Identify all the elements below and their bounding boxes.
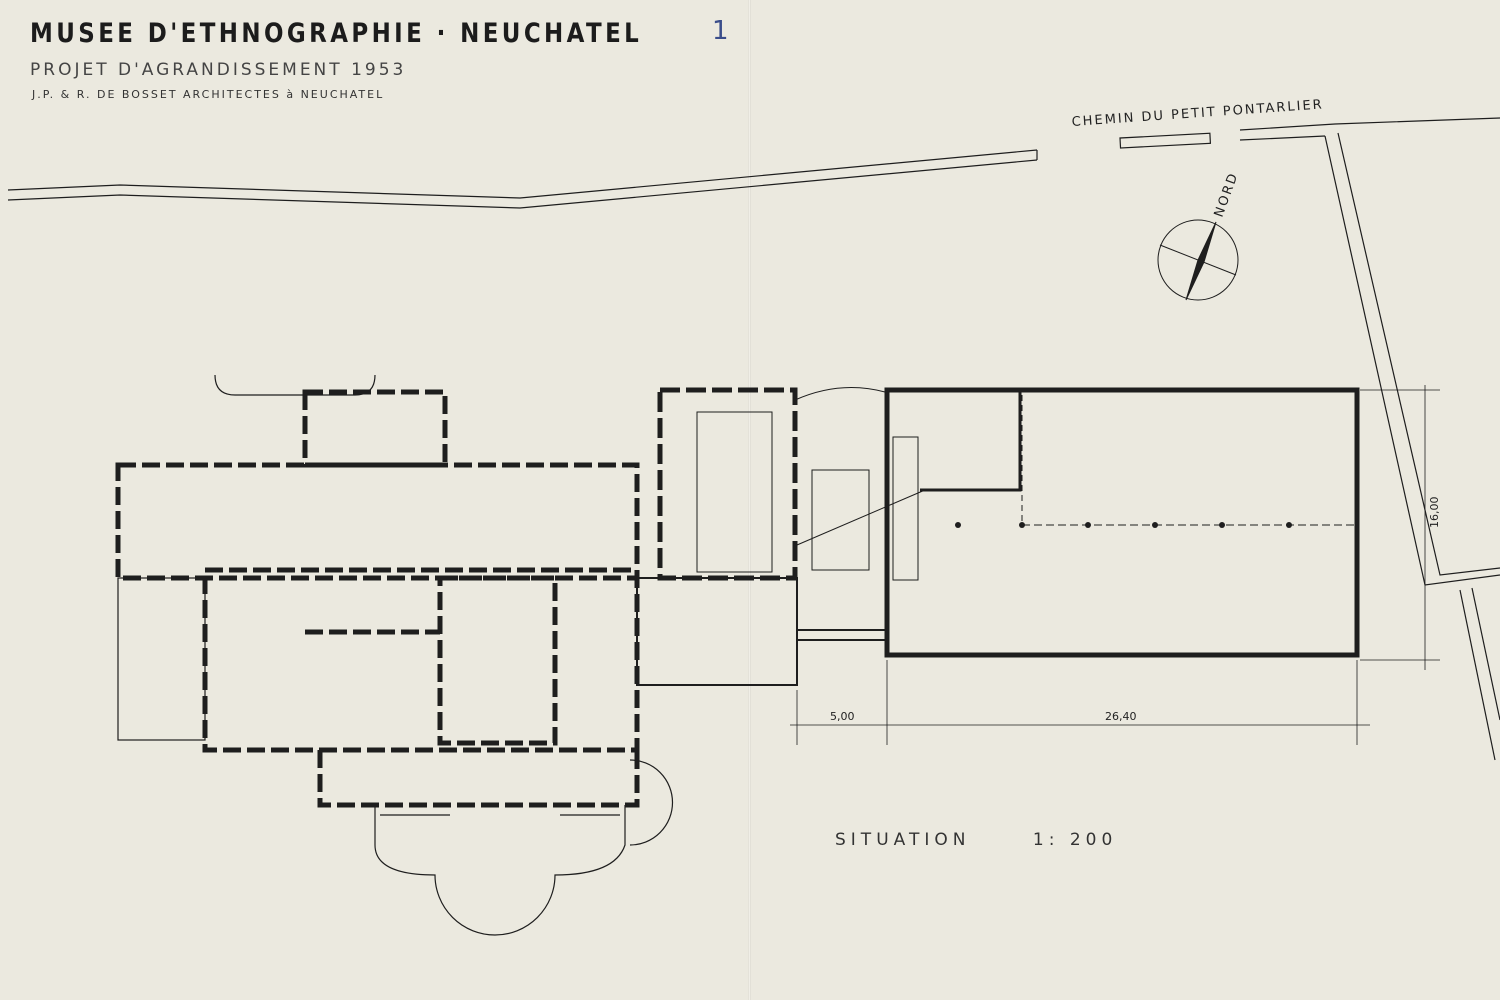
dimension-hall-depth: 16,00 <box>1428 497 1441 529</box>
dimension-lines <box>790 385 1440 745</box>
existing-details <box>117 374 674 936</box>
street-label: CHEMIN DU PETIT PONTARLIER <box>1071 97 1324 130</box>
road-boundary <box>7 117 1500 761</box>
new-exhibition-hall <box>884 387 1360 658</box>
north-label: NORD <box>1212 170 1242 219</box>
architects-credit: J.P. & R. DE BOSSET ARCHITECTES à NEUCHA… <box>32 88 385 101</box>
existing-museum <box>115 389 640 808</box>
drawing-title: MUSEE D'ETHNOGRAPHIE · NEUCHATEL <box>30 18 643 49</box>
north-arrow-icon <box>1157 219 1239 301</box>
link-building <box>636 387 926 686</box>
dimension-link-width: 5,00 <box>830 710 855 723</box>
dimension-hall-length: 26,40 <box>1105 710 1137 723</box>
scale-label: SITUATION <box>835 830 971 850</box>
sheet-number: 1 <box>712 16 732 46</box>
scale-value: 1: 200 <box>1032 830 1118 850</box>
drawing-subtitle: PROJET D'AGRANDISSEMENT 1953 <box>30 60 407 80</box>
situation-scale: SITUATION 1: 200 <box>835 830 1117 850</box>
paper-fold <box>748 0 751 1000</box>
